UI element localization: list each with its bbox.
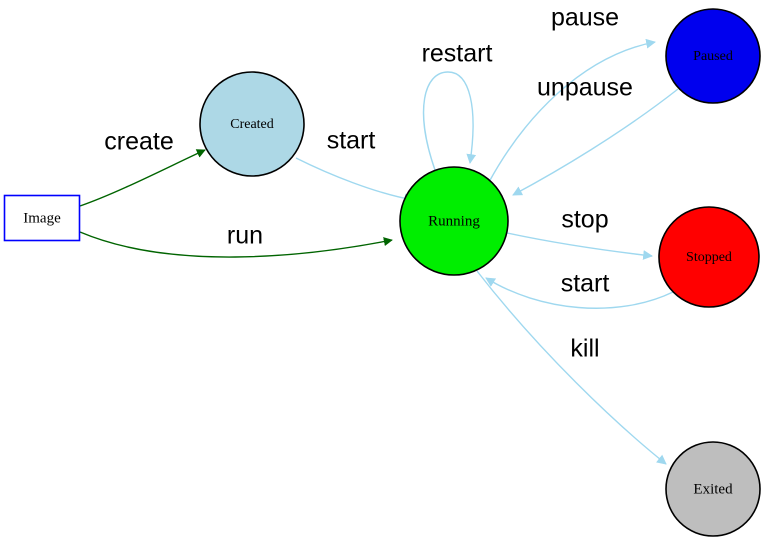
edge-label-kill: kill (570, 335, 599, 363)
node-shape-image (3, 194, 81, 242)
edge-label-pause: pause (551, 4, 619, 32)
edge-unpause (512, 88, 679, 196)
edges-layer (79, 38, 679, 465)
edge-kill (476, 270, 667, 465)
edge-label-restart: restart (422, 40, 493, 68)
node-stopped[interactable]: Stopped (658, 206, 760, 308)
node-running[interactable]: Running (399, 166, 509, 276)
node-paused[interactable]: Paused (665, 8, 761, 104)
node-shape-paused (665, 8, 761, 104)
edge-restart (422, 71, 477, 171)
node-shape-running (399, 166, 509, 276)
edge-label-stop: stop (561, 206, 608, 234)
edge-start-created (295, 157, 414, 204)
edge-label-start-created: start (327, 127, 376, 155)
node-label-exited: Exited (693, 481, 733, 497)
edge-start-stopped (485, 277, 674, 309)
edge-label-run: run (227, 222, 263, 250)
edge-run (79, 231, 393, 258)
node-label-paused: Paused (693, 49, 733, 64)
edge-label-start-stopped: start (561, 270, 610, 298)
node-shape-exited (665, 441, 761, 537)
node-label-image: Image (23, 210, 61, 226)
node-label-stopped: Stopped (686, 250, 732, 265)
edge-label-create: create (104, 128, 173, 156)
node-created[interactable]: Created (199, 71, 305, 177)
node-exited[interactable]: Exited (665, 441, 761, 537)
node-label-running: Running (428, 213, 480, 229)
node-shape-stopped (658, 206, 760, 308)
edge-labels-layer: create run start restart pause unpause stop sta… (104, 4, 633, 363)
node-image[interactable]: Image (3, 194, 81, 242)
node-shape-created (199, 71, 305, 177)
edge-stop (506, 232, 653, 260)
edge-pause (488, 38, 656, 183)
edge-label-unpause: unpause (537, 74, 633, 102)
edge-create (79, 149, 206, 207)
node-label-created: Created (230, 117, 274, 132)
